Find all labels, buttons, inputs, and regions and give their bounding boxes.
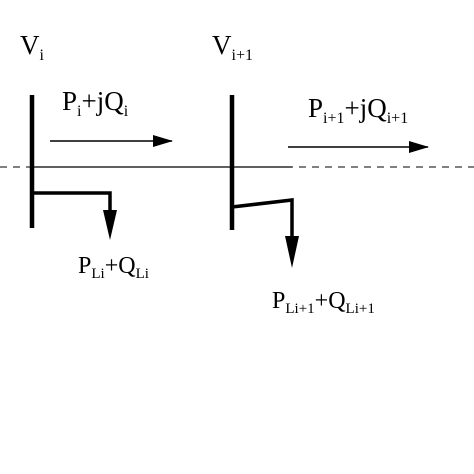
- load-label-i: PLi+QLi: [78, 253, 149, 282]
- flow-label-i: Pi+jQi: [62, 86, 129, 120]
- bus-i1-voltage-label: Vi+1: [212, 30, 253, 64]
- bus-i-voltage-label: Vi: [20, 30, 45, 64]
- flow-label-i1: Pi+1+jQi+1: [308, 93, 408, 127]
- load-arrowhead-i1: [285, 236, 299, 268]
- load-label-i1: PLi+1+QLi+1: [272, 288, 375, 317]
- load-connector-i1: [231, 198, 294, 238]
- load-arrowhead-i: [103, 210, 117, 240]
- load-connector-i: [32, 191, 112, 212]
